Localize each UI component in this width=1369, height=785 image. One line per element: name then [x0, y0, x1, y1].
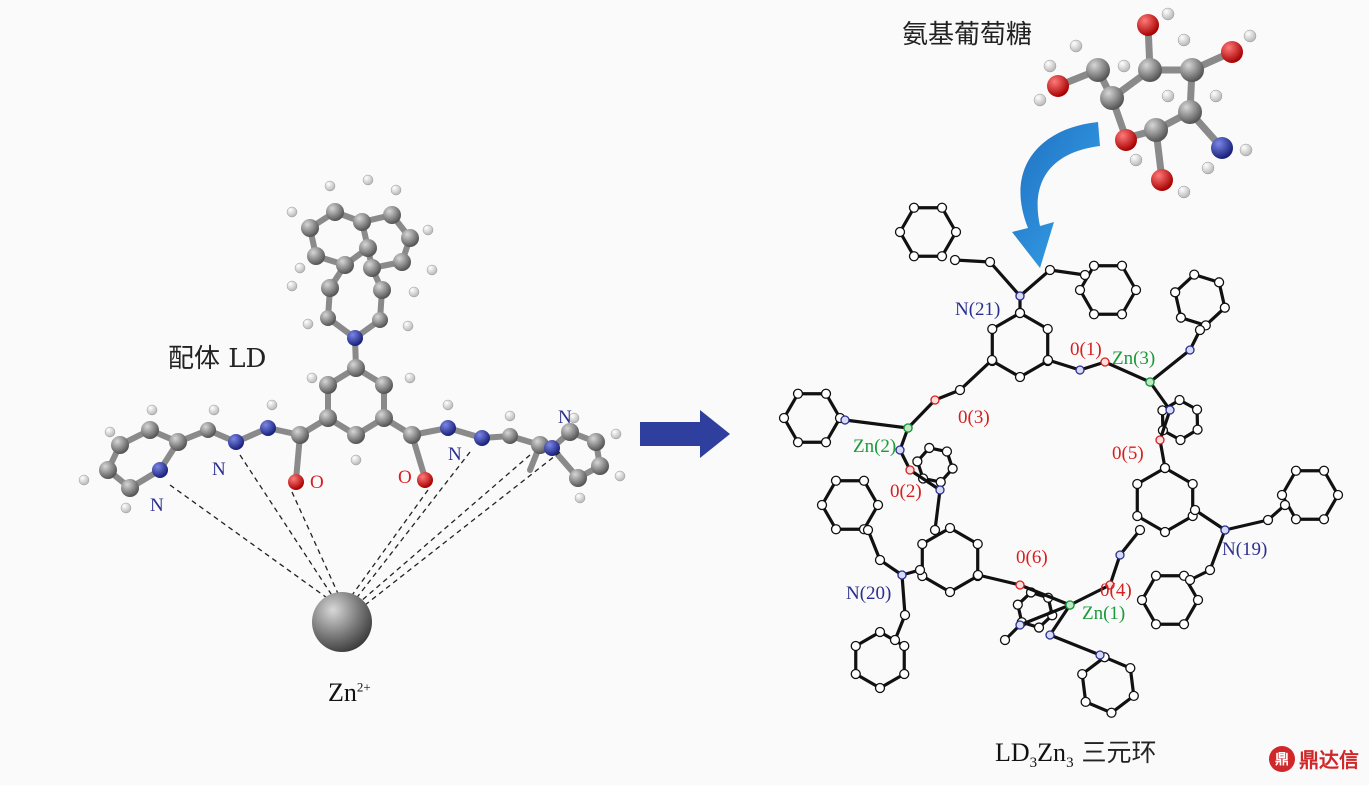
atom-label-n: N	[150, 495, 164, 516]
zinc-ion-sphere	[312, 592, 372, 652]
atom-label-o: O	[398, 467, 412, 488]
label-n21: N(21)	[955, 299, 1001, 320]
watermark-logo: 鼎 鼎达信	[1269, 744, 1359, 773]
logo-text: 鼎达信	[1299, 748, 1359, 772]
label-zn1: Zn(1)	[1082, 603, 1126, 624]
label-n19: N(19)	[1222, 539, 1268, 560]
reaction-arrow	[640, 410, 730, 458]
atom-label-n: N	[212, 459, 226, 480]
label-zn3: Zn(3)	[1112, 348, 1156, 369]
ligand-ld-model	[78, 174, 626, 652]
ld3zn3-ring-model	[778, 202, 1344, 718]
atom-label-o: O	[310, 472, 324, 493]
product-label: LD3Zn3 三元环	[995, 738, 1157, 772]
atom-label-n: N	[448, 444, 462, 465]
curved-arrow	[1012, 122, 1100, 268]
label-o1: 0(1)	[1070, 339, 1102, 360]
logo-icon: 鼎	[1269, 745, 1295, 772]
label-o2: 0(2)	[890, 481, 922, 502]
label-n20: N(20)	[846, 583, 892, 604]
atom-label-n: N	[558, 407, 572, 428]
label-o4: 0(4)	[1100, 580, 1132, 601]
label-o6: 0(6)	[1016, 547, 1048, 568]
label-zn2: Zn(2)	[853, 436, 897, 457]
ligand-label: 配体 LD	[168, 344, 267, 374]
label-o5: 0(5)	[1112, 443, 1144, 464]
label-o3: 0(3)	[958, 407, 990, 428]
glucosamine-label: 氨基葡萄糖	[902, 20, 1033, 50]
glucosamine-model	[1033, 7, 1257, 199]
zinc-ion-label: Zn2+	[328, 678, 371, 707]
